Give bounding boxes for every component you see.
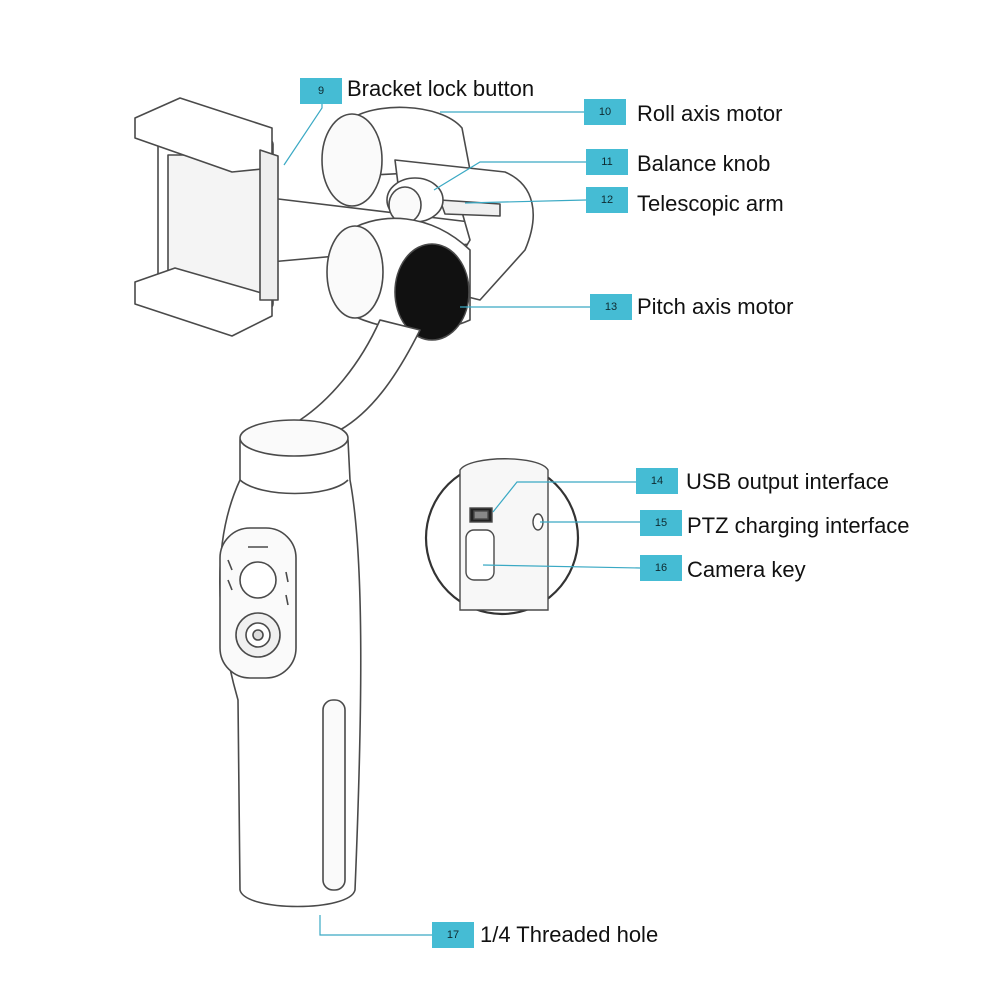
callout-badge-15: 15 — [640, 510, 682, 536]
balance-knob-shape — [386, 177, 444, 224]
leader-lines — [283, 104, 641, 936]
callout-label-threaded-hole: 1/4 Threaded hole — [480, 922, 659, 947]
detail-zoom-icon — [424, 458, 580, 616]
callout-label-balance-knob: Balance knob — [637, 151, 771, 176]
callout-badge-9: 9 — [300, 78, 342, 104]
callout-badge-16: 16 — [640, 555, 682, 581]
callout-badge-11: 11 — [586, 149, 628, 175]
callout-badge-17: 17 — [432, 922, 474, 948]
callout-label-telescopic-arm: Telescopic arm — [637, 191, 784, 216]
pitch-motor-shape — [326, 217, 471, 341]
callout-badge-10: 10 — [584, 99, 626, 125]
callout-badge-13: 13 — [590, 294, 632, 320]
leader-line-11 — [433, 161, 586, 191]
lower-arm-shape — [299, 319, 421, 431]
callout-badge-12: 12 — [586, 187, 628, 213]
callout-label-usb-output-interface: USB output interface — [686, 469, 890, 494]
handle-shape — [219, 419, 362, 908]
leader-line-16 — [482, 564, 641, 569]
callout-label-ptz-charging-interface: PTZ charging interface — [687, 513, 910, 538]
callout-label-camera-key: Camera key — [687, 557, 806, 582]
callout-label-bracket-lock-button: Bracket lock button — [347, 76, 535, 101]
callout-label-pitch-axis-motor: Pitch axis motor — [637, 294, 794, 319]
leader-line-17 — [319, 915, 432, 936]
callout-badge-14: 14 — [636, 468, 678, 494]
phone-clamp — [134, 97, 279, 337]
gimbal-drawing-icon — [134, 97, 534, 908]
leader-line-14 — [492, 481, 636, 513]
roll-motor-shape — [321, 106, 471, 207]
leader-line-12 — [464, 199, 587, 204]
leader-line-9 — [283, 104, 323, 166]
callout-label-roll-axis-motor: Roll axis motor — [637, 101, 783, 126]
